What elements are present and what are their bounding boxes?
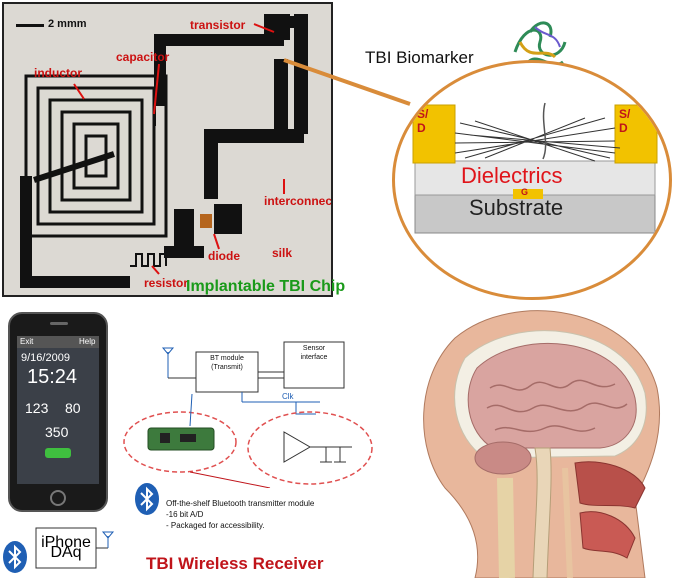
bluetooth-notes: Off-the-shelf Bluetooth transmitter modu…: [166, 498, 386, 531]
receiver-caption: TBI Wireless Receiver: [146, 554, 324, 573]
interconnect-label: interconnect: [264, 194, 333, 208]
source-drain-right-label: S/ D: [619, 107, 631, 135]
substrate-label: Substrate: [469, 195, 564, 220]
daq-block-diagram: [35, 527, 115, 569]
bluetooth-icon: [135, 483, 159, 515]
transistor-cross-section: [412, 102, 658, 234]
reading-value-2: 80: [65, 400, 81, 416]
chip-caption: Implantable TBI Chip: [186, 278, 346, 295]
iphone-receiver: Exit Help 9/16/2009 15:24 123 80 350: [8, 312, 108, 512]
capacitor-label: capacitor: [116, 50, 170, 64]
resistor-label: resistor: [144, 276, 189, 290]
transistor-label: transistor: [190, 18, 246, 32]
head-anatomy-illustration: [423, 310, 661, 578]
green-action-button[interactable]: [45, 448, 71, 458]
inductor-label: inductor: [34, 66, 82, 80]
phone-time: 15:24: [27, 366, 78, 388]
silk-label: silk: [272, 246, 293, 260]
zoom-connector-line: [283, 58, 411, 106]
exit-button[interactable]: Exit: [20, 337, 34, 346]
dielectrics-label: Dielectrics: [461, 163, 563, 188]
phone-screen: Exit Help 9/16/2009 15:24 123 80 350: [17, 336, 99, 484]
bluetooth-icon: [3, 541, 27, 573]
reading-value-1: 123: [25, 400, 49, 416]
daq-label: iPhone DAq: [41, 534, 91, 561]
help-button[interactable]: Help: [79, 337, 96, 346]
bt-module-label: BT module (Transmit): [210, 355, 244, 371]
transistor-zoom-circle: S/ D S/ D Dielectrics G Substrate: [392, 60, 672, 300]
gate-label: G: [521, 187, 529, 197]
chip-photo-panel: 2 mmm inductor capacitor transistor inte…: [2, 2, 333, 297]
home-button[interactable]: [50, 490, 66, 506]
bt-note-line-2: -16 bit A/D: [166, 510, 204, 519]
phone-date: 9/16/2009: [21, 352, 70, 364]
bt-note-line-1: Off-the-shelf Bluetooth transmitter modu…: [166, 499, 315, 508]
bluetooth-circuit-diagram: [123, 341, 373, 488]
scale-bar-label: 2 mmm: [48, 18, 87, 30]
phone-speaker: [50, 322, 68, 325]
bt-note-line-3: - Packaged for accessibility.: [166, 521, 265, 530]
chip-layout-drawing: [4, 4, 331, 295]
diode-label: diode: [208, 249, 240, 263]
clock-label: Clk: [282, 392, 294, 401]
source-drain-left-label: S/ D: [417, 107, 429, 135]
biomarker-label: TBI Biomarker: [365, 48, 474, 67]
sensor-interface-label: Sensor interface: [300, 345, 328, 361]
reading-value-3: 350: [45, 424, 69, 440]
